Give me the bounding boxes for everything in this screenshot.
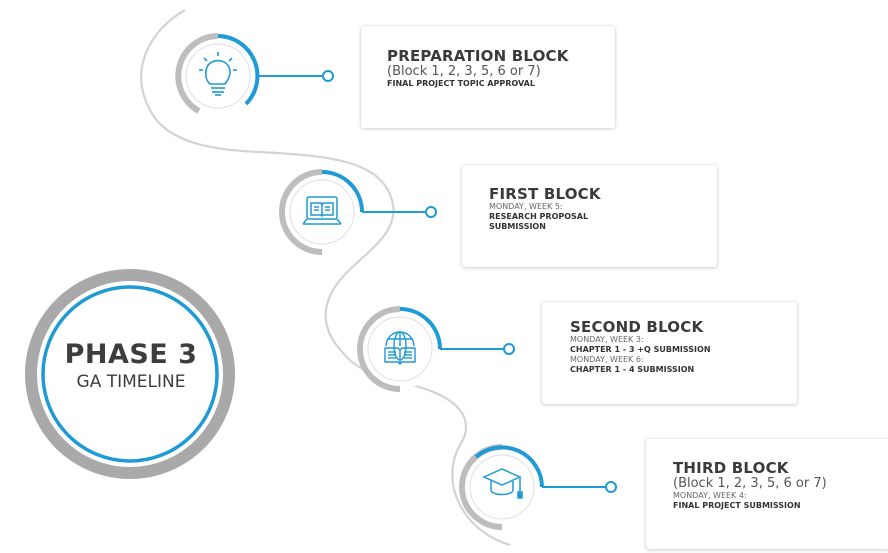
card-line: RESEARCH PROPOSAL xyxy=(489,212,589,221)
phase-circle xyxy=(25,269,235,479)
card-second-block: SECOND BLOCK MONDAY, WEEK 3: CHAPTER 1 -… xyxy=(542,302,797,404)
node-first xyxy=(279,169,437,255)
node-preparation xyxy=(175,33,334,116)
node-third xyxy=(459,444,617,530)
card-first-block: FIRST BLOCK MONDAY, WEEK 5: RESEARCH PRO… xyxy=(462,165,717,267)
card-line: MONDAY, WEEK 5: xyxy=(489,202,563,211)
card-preparation-block: PREPARATION BLOCK (Block 1, 2, 3, 5, 6 o… xyxy=(361,26,615,128)
graduation-cap-icon xyxy=(482,468,523,499)
ring-gray-1 xyxy=(175,33,219,114)
laptop-book-icon xyxy=(302,196,342,225)
card-line: MONDAY, WEEK 4: xyxy=(673,491,747,500)
card-title: SECOND BLOCK xyxy=(570,318,704,336)
phase-subtitle: GA TIMELINE xyxy=(76,372,186,392)
ring-blue-3 xyxy=(399,307,442,350)
ring-blue-4 xyxy=(474,445,544,488)
ring-gray-2 xyxy=(279,169,323,255)
ring-gray-3 xyxy=(357,306,401,392)
card-line: MONDAY, WEEK 6: xyxy=(570,355,644,364)
card-line: MONDAY, WEEK 3: xyxy=(570,335,644,344)
card-subtitle: (Block 1, 2, 3, 5, 6 or 7) xyxy=(387,64,541,79)
phase-title: PHASE 3 xyxy=(64,339,198,370)
card-title: THIRD BLOCK xyxy=(673,459,789,477)
card-line: CHAPTER 1 - 3 +Q SUBMISSION xyxy=(570,345,711,354)
card-third-block: THIRD BLOCK (Block 1, 2, 3, 5, 6 or 7) M… xyxy=(646,439,888,549)
card-subtitle: (Block 1, 2, 3, 5, 6 or 7) xyxy=(673,476,827,491)
ring-blue-1 xyxy=(217,34,260,106)
card-line: FINAL PROJECT SUBMISSION xyxy=(673,501,801,510)
card-line: CHAPTER 1 - 4 SUBMISSION xyxy=(570,365,695,374)
ring-blue-2 xyxy=(321,170,364,213)
card-title: FIRST BLOCK xyxy=(489,185,601,203)
lightbulb-icon xyxy=(199,52,237,96)
node-second xyxy=(357,306,515,392)
globe-book-icon xyxy=(384,331,416,365)
card-line: FINAL PROJECT TOPIC APPROVAL xyxy=(387,79,535,88)
timeline-path xyxy=(140,9,511,547)
card-line: SUBMISSION xyxy=(489,222,546,231)
phase-label: PHASE 3 GA TIMELINE xyxy=(41,340,221,394)
card-title: PREPARATION BLOCK xyxy=(387,47,569,65)
